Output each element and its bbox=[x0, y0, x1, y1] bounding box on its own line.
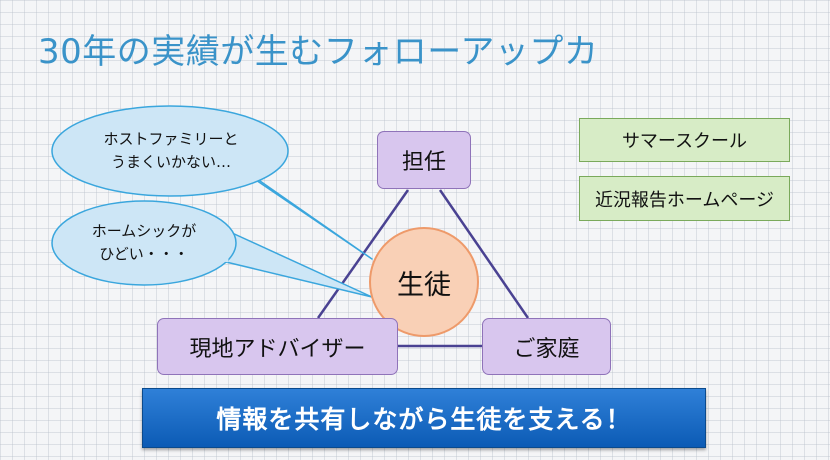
speech-bubble-homesick bbox=[51, 200, 373, 298]
summer-school-box: サマースクール bbox=[579, 118, 790, 162]
bubble-line: ホストファミリーと bbox=[103, 130, 239, 148]
bubble-line: ひどい・・・ bbox=[99, 245, 189, 263]
line-teacher-advisor bbox=[316, 189, 410, 319]
summary-banner: 情報を共有しながら生徒を支える！ bbox=[142, 388, 706, 448]
page-title: 30年の実績が生むフォローアップカ bbox=[38, 32, 599, 72]
node-advisor: 現地アドバイザー bbox=[157, 318, 398, 375]
bubble-text-host-family: ホストファミリーと うまくいかない… bbox=[86, 128, 256, 174]
bubble-line: ホームシックが bbox=[91, 222, 197, 240]
line-teacher-family bbox=[438, 189, 530, 319]
bubble-line: うまくいかない… bbox=[110, 153, 231, 171]
bubble-text-homesick: ホームシックが ひどい・・・ bbox=[74, 220, 214, 266]
status-report-box: 近況報告ホームページ bbox=[579, 176, 790, 221]
node-family: ご家庭 bbox=[482, 318, 611, 375]
speech-bubble-host-family bbox=[51, 105, 373, 260]
node-teacher: 担任 bbox=[377, 131, 471, 189]
